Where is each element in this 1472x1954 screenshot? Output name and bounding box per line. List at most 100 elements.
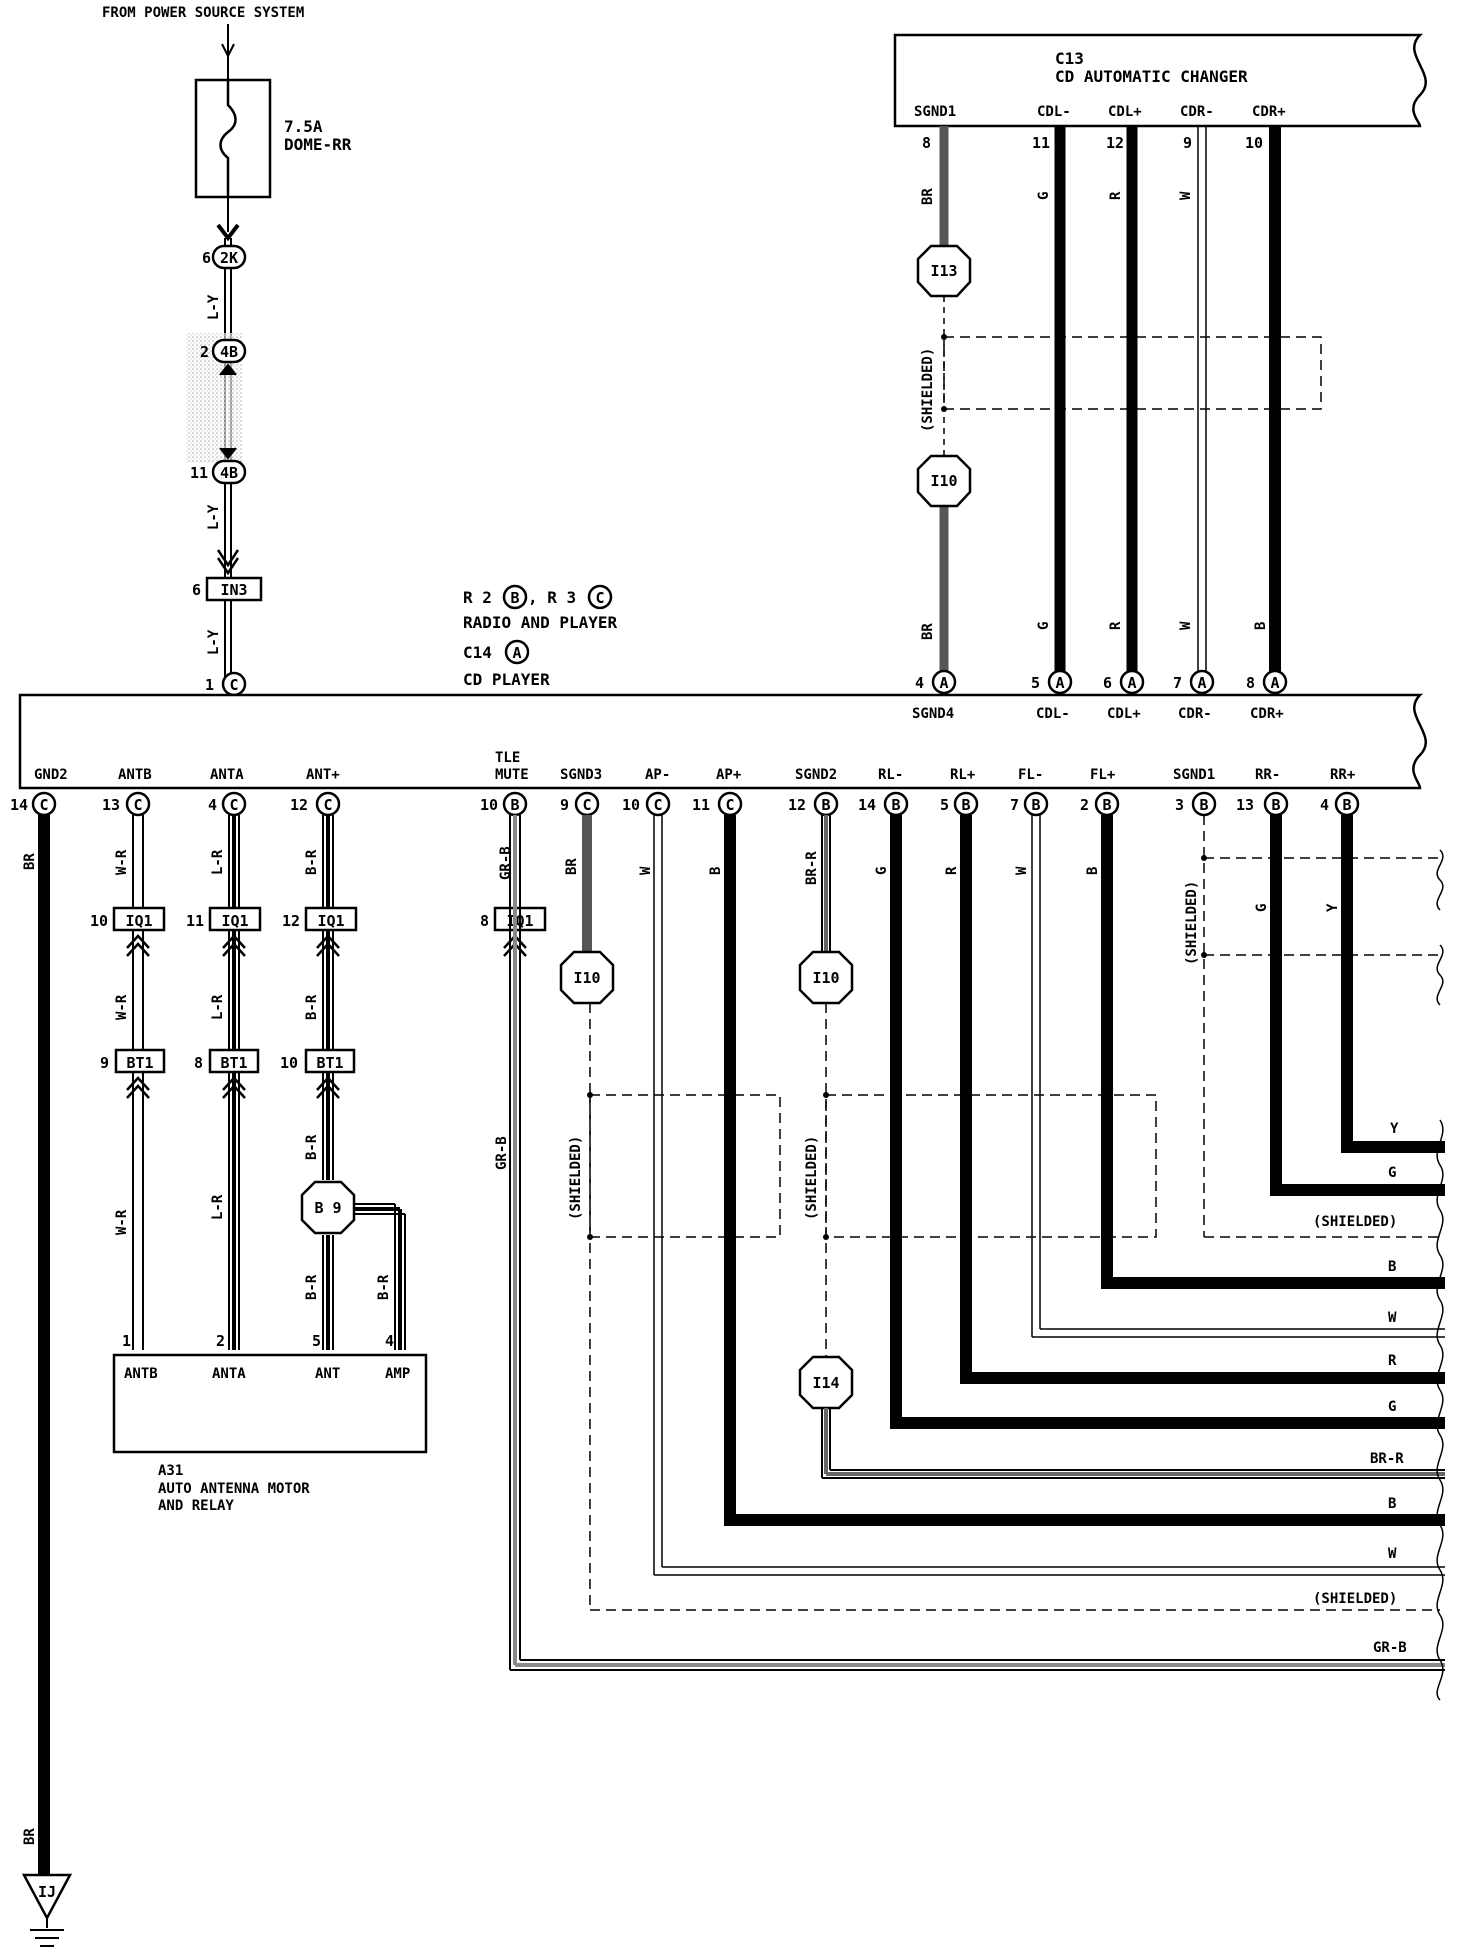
- radio-code-r2-letter: B: [510, 589, 519, 607]
- wire-code-rr-plus: Y: [1325, 903, 1341, 912]
- changer-code: C13: [1055, 49, 1084, 68]
- pin-4b-2: 2: [200, 343, 209, 361]
- exit-label-b-1: B: [1388, 1259, 1396, 1275]
- pin-rl-plus: 5: [940, 796, 949, 814]
- pin-ap-plus: 11: [692, 796, 710, 814]
- antenna-term-antb: ANTB: [124, 1366, 158, 1382]
- pin-ant-plus-letter: C: [323, 796, 332, 814]
- pin-plusb: 1: [205, 676, 214, 694]
- wire-code-antb-1: W-R: [114, 849, 130, 875]
- radio-code-r3: , R 3: [528, 588, 576, 607]
- radio-pin-5a: 5: [1031, 674, 1040, 692]
- pin-anta: 4: [208, 796, 217, 814]
- pin-antb-letter: C: [133, 796, 142, 814]
- exit-label-gr-b: GR-B: [1373, 1640, 1407, 1656]
- wire-code-fl-minus: W: [1014, 866, 1030, 875]
- shielded-label-sgnd1: (SHIELDED): [1184, 881, 1200, 965]
- junction-i14: [798, 1355, 854, 1410]
- antenna-term-anta: ANTA: [212, 1366, 246, 1382]
- connector-iq1-antb: [112, 906, 166, 932]
- wire-code-antplus-2: B-R: [304, 994, 320, 1020]
- term-gnd2: GND2: [34, 767, 68, 783]
- pin-2k: 6: [202, 249, 211, 267]
- connector-iq1-antb-label: IQ1: [125, 912, 152, 930]
- cd-player-code: C14: [463, 643, 492, 662]
- wire-code-sgnd2: BR-R: [804, 851, 820, 885]
- term-sgnd1: SGND1: [1173, 767, 1215, 783]
- fuse-rating: 7.5A: [284, 117, 323, 136]
- wire-ly-3: L-Y: [206, 629, 222, 655]
- wire-code-b9-left: B-R: [304, 1274, 320, 1300]
- antenna-pin-1: 1: [122, 1332, 131, 1350]
- junction-i10-sgnd2-label: I10: [812, 969, 839, 987]
- cd-player-name: CD PLAYER: [463, 670, 550, 689]
- radio-pin-8a-letter: A: [1270, 674, 1279, 692]
- term-ap-plus: AP+: [716, 767, 741, 783]
- pin-gnd2-letter: C: [39, 796, 48, 814]
- changer-pin-11: 11: [1032, 134, 1050, 152]
- exit-label-br-r: BR-R: [1370, 1451, 1404, 1467]
- pin-ap-plus-letter: C: [725, 796, 734, 814]
- pin-sgnd1-letter: B: [1199, 796, 1208, 814]
- exit-label-b-2: B: [1388, 1496, 1396, 1512]
- wire-code-rl-plus: R: [944, 866, 960, 875]
- junction-b9: [300, 1180, 356, 1235]
- junction-i10-sgnd2: [798, 950, 854, 1005]
- cd-player-code-letter: A: [512, 644, 521, 662]
- antenna-pin-5: 5: [312, 1332, 321, 1350]
- bottom-pins: 14 C 13 C 4 C 12 C 10 B 9 C 10 C 11 C 12…: [10, 791, 1360, 817]
- wire-code-r-2: R: [1108, 621, 1124, 630]
- wire-code-g-1: G: [1036, 192, 1052, 200]
- wire-code-antplus-1: B-R: [304, 849, 320, 875]
- pin-rr-plus: 4: [1320, 796, 1329, 814]
- shielded-label-changer: (SHIELDED): [920, 348, 936, 432]
- wire-code-ap-plus: B: [708, 867, 724, 875]
- radio-pin-4a: 4: [915, 674, 924, 692]
- wire-ly-2: L-Y: [206, 504, 222, 530]
- pin-sgnd2: 12: [788, 796, 806, 814]
- wire-code-rl-minus: G: [874, 867, 890, 875]
- wire-code-w-1: W: [1178, 191, 1194, 200]
- antenna-motor-box: [112, 1353, 428, 1454]
- radio-pin-4a-letter: A: [939, 674, 948, 692]
- junction-b9-label: B 9: [314, 1199, 341, 1217]
- pin-fl-minus: 7: [1010, 796, 1019, 814]
- exit-label-y: Y: [1390, 1121, 1399, 1137]
- wire-code-antb-3: W-R: [114, 1209, 130, 1235]
- term-rr-plus: RR+: [1330, 767, 1355, 783]
- changer-term-cdr-plus: CDR+: [1252, 104, 1286, 120]
- connector-4b-a-label: 4B: [220, 343, 238, 361]
- pin-rl-minus: 14: [858, 796, 876, 814]
- term-ap-minus: AP-: [645, 767, 670, 783]
- pin-rr-plus-letter: B: [1342, 796, 1351, 814]
- pin-ap-minus-letter: C: [653, 796, 662, 814]
- radio-code-r2: R 2: [463, 588, 492, 607]
- shielded-label-sgnd2: (SHIELDED): [804, 1136, 820, 1220]
- iq1-pin-8: 8: [480, 912, 489, 930]
- changer-term-cdl-plus: CDL+: [1108, 104, 1142, 120]
- term-sgnd3: SGND3: [560, 767, 602, 783]
- connector-4b-b-label: 4B: [220, 464, 238, 482]
- bt1-pin-10: 10: [280, 1054, 298, 1072]
- changer-name: CD AUTOMATIC CHANGER: [1055, 67, 1248, 86]
- wire-code-mute-2: GR-B: [494, 1136, 510, 1170]
- wire-code-gnd2-lower: BR: [22, 1828, 38, 1845]
- connector-bt1-antb: [114, 1048, 166, 1074]
- pin-in3: 6: [192, 581, 201, 599]
- wire-code-w-2: W: [1178, 621, 1194, 630]
- radio-term-cdl-plus: CDL+: [1107, 706, 1141, 722]
- wire-code-anta-1: L-R: [210, 849, 226, 875]
- exit-label-shielded-2: (SHIELDED): [1313, 1591, 1397, 1607]
- changer-term-cdr-minus: CDR-: [1180, 104, 1214, 120]
- fuse-icon: [219, 80, 237, 197]
- iq1-pin-11: 11: [186, 912, 204, 930]
- wire-code-rr-minus: G: [1254, 904, 1270, 912]
- connector-2k: [211, 244, 247, 270]
- wire-code-anta-2: L-R: [210, 994, 226, 1020]
- radio-term-cdr-plus: CDR+: [1250, 706, 1284, 722]
- connector-iq1-anta: [208, 906, 262, 932]
- junction-i14-label: I14: [812, 1374, 839, 1392]
- pin-sgnd1: 3: [1175, 796, 1184, 814]
- wire-code-br-1: BR: [920, 188, 936, 205]
- connector-iq1-antplus-label: IQ1: [317, 912, 344, 930]
